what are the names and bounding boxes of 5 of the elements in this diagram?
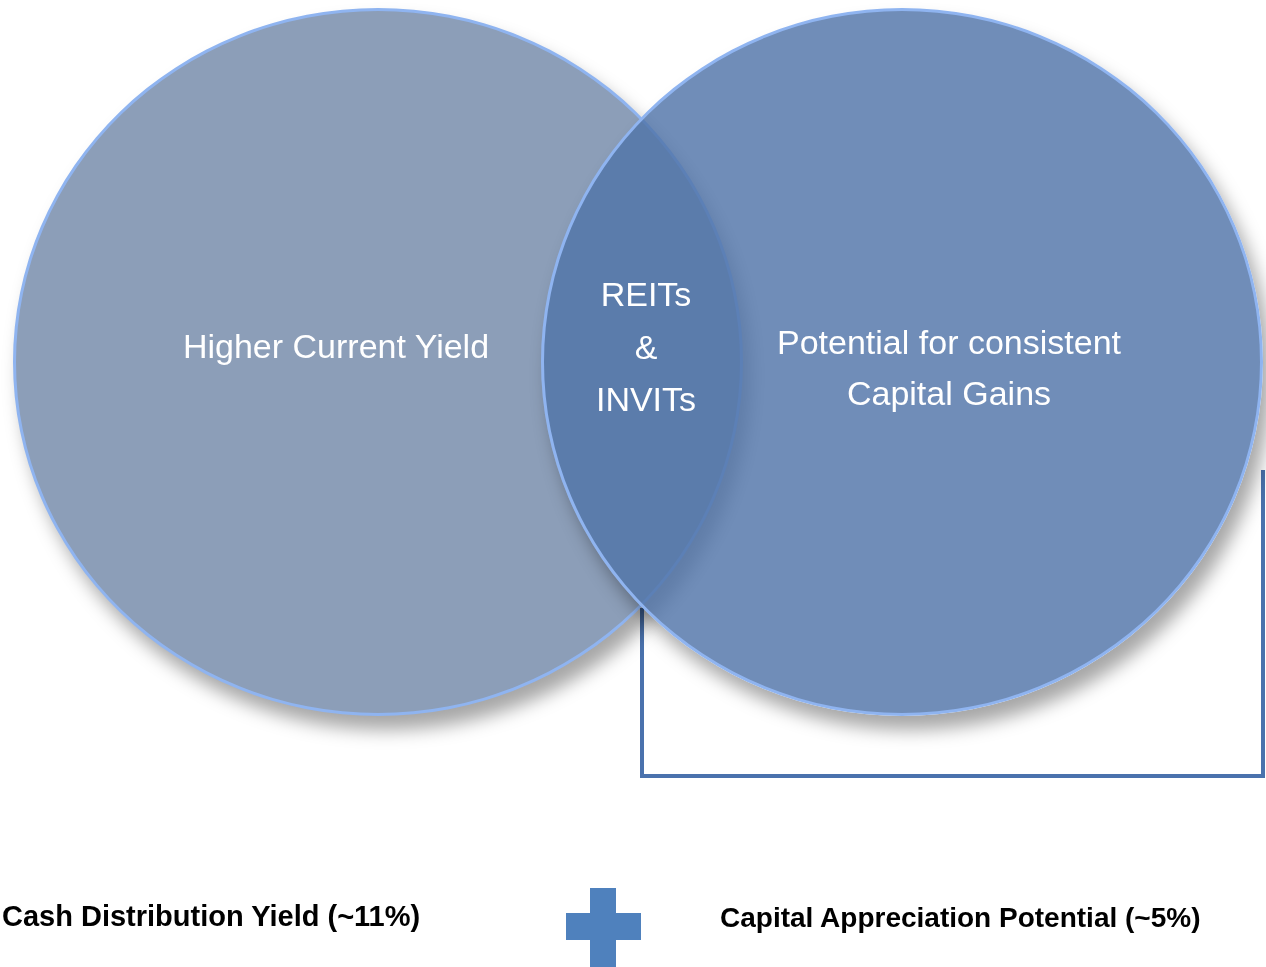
- overlap-label: REITs & INVITs: [594, 274, 698, 421]
- circle-label: Potential for consistent Capital Gains: [776, 322, 1122, 414]
- cash-yield-label: Cash Distribution Yield (~11%): [2, 900, 421, 933]
- capital-appreciation-label: Capital Appreciation Potential (~5%): [720, 902, 1201, 934]
- circle-label: Higher Current Yield: [181, 326, 491, 367]
